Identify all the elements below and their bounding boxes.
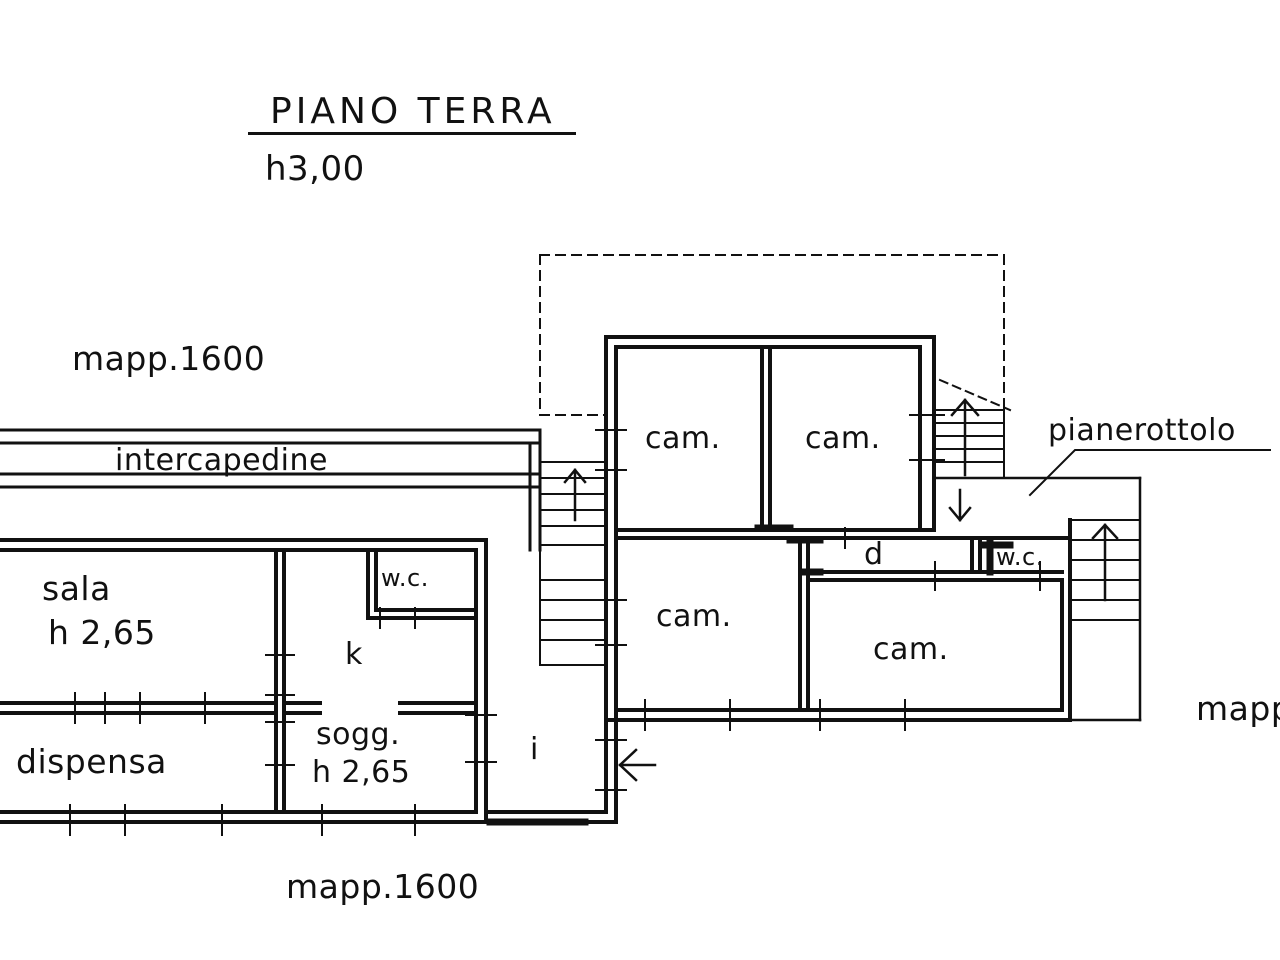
label-wc-right: w.c. [996, 543, 1044, 571]
label-intercapedine: intercapedine [115, 443, 328, 478]
pianerottolo-leader [1028, 449, 1271, 497]
door-ticks-right [595, 414, 1041, 731]
label-disimpegno: d [864, 537, 884, 572]
label-ingresso: i [530, 732, 539, 767]
left-block-walls [0, 538, 618, 824]
label-sala-height: h 2,65 [48, 613, 156, 652]
parcel-label-right: mapp [1196, 689, 1280, 728]
label-camera-3: cam. [656, 599, 732, 634]
door-ticks-left [69, 607, 627, 836]
label-camera-2: cam. [805, 421, 881, 456]
label-camera-1: cam. [645, 421, 721, 456]
label-pianerottolo: pianerottolo [1048, 413, 1236, 448]
label-kitchen: k [345, 637, 363, 672]
label-soggiorno: sogg. [316, 717, 401, 752]
entry-walls [604, 708, 618, 824]
entrance-arrow [618, 748, 657, 782]
label-wc-left: w.c. [381, 564, 429, 592]
stair-left [539, 461, 606, 666]
stair-top-right [936, 378, 1012, 479]
floor-height: h3,00 [265, 149, 365, 189]
parcel-label-top: mapp.1600 [72, 339, 266, 378]
label-soggiorno-height: h 2,65 [312, 755, 411, 790]
wall-thickening [754, 524, 1014, 576]
label-sala: sala [42, 569, 111, 608]
plan-title: PIANO TERRA [270, 91, 556, 132]
label-dispensa: dispensa [16, 742, 167, 781]
intercapedine-walls [0, 428, 542, 552]
label-camera-4: cam. [873, 632, 949, 667]
dashed-outline [539, 254, 1005, 416]
parcel-label-bottom: mapp.1600 [286, 867, 480, 906]
right-block-walls [604, 335, 1072, 722]
title-underline [248, 132, 576, 135]
stair-far-right [1069, 519, 1141, 621]
